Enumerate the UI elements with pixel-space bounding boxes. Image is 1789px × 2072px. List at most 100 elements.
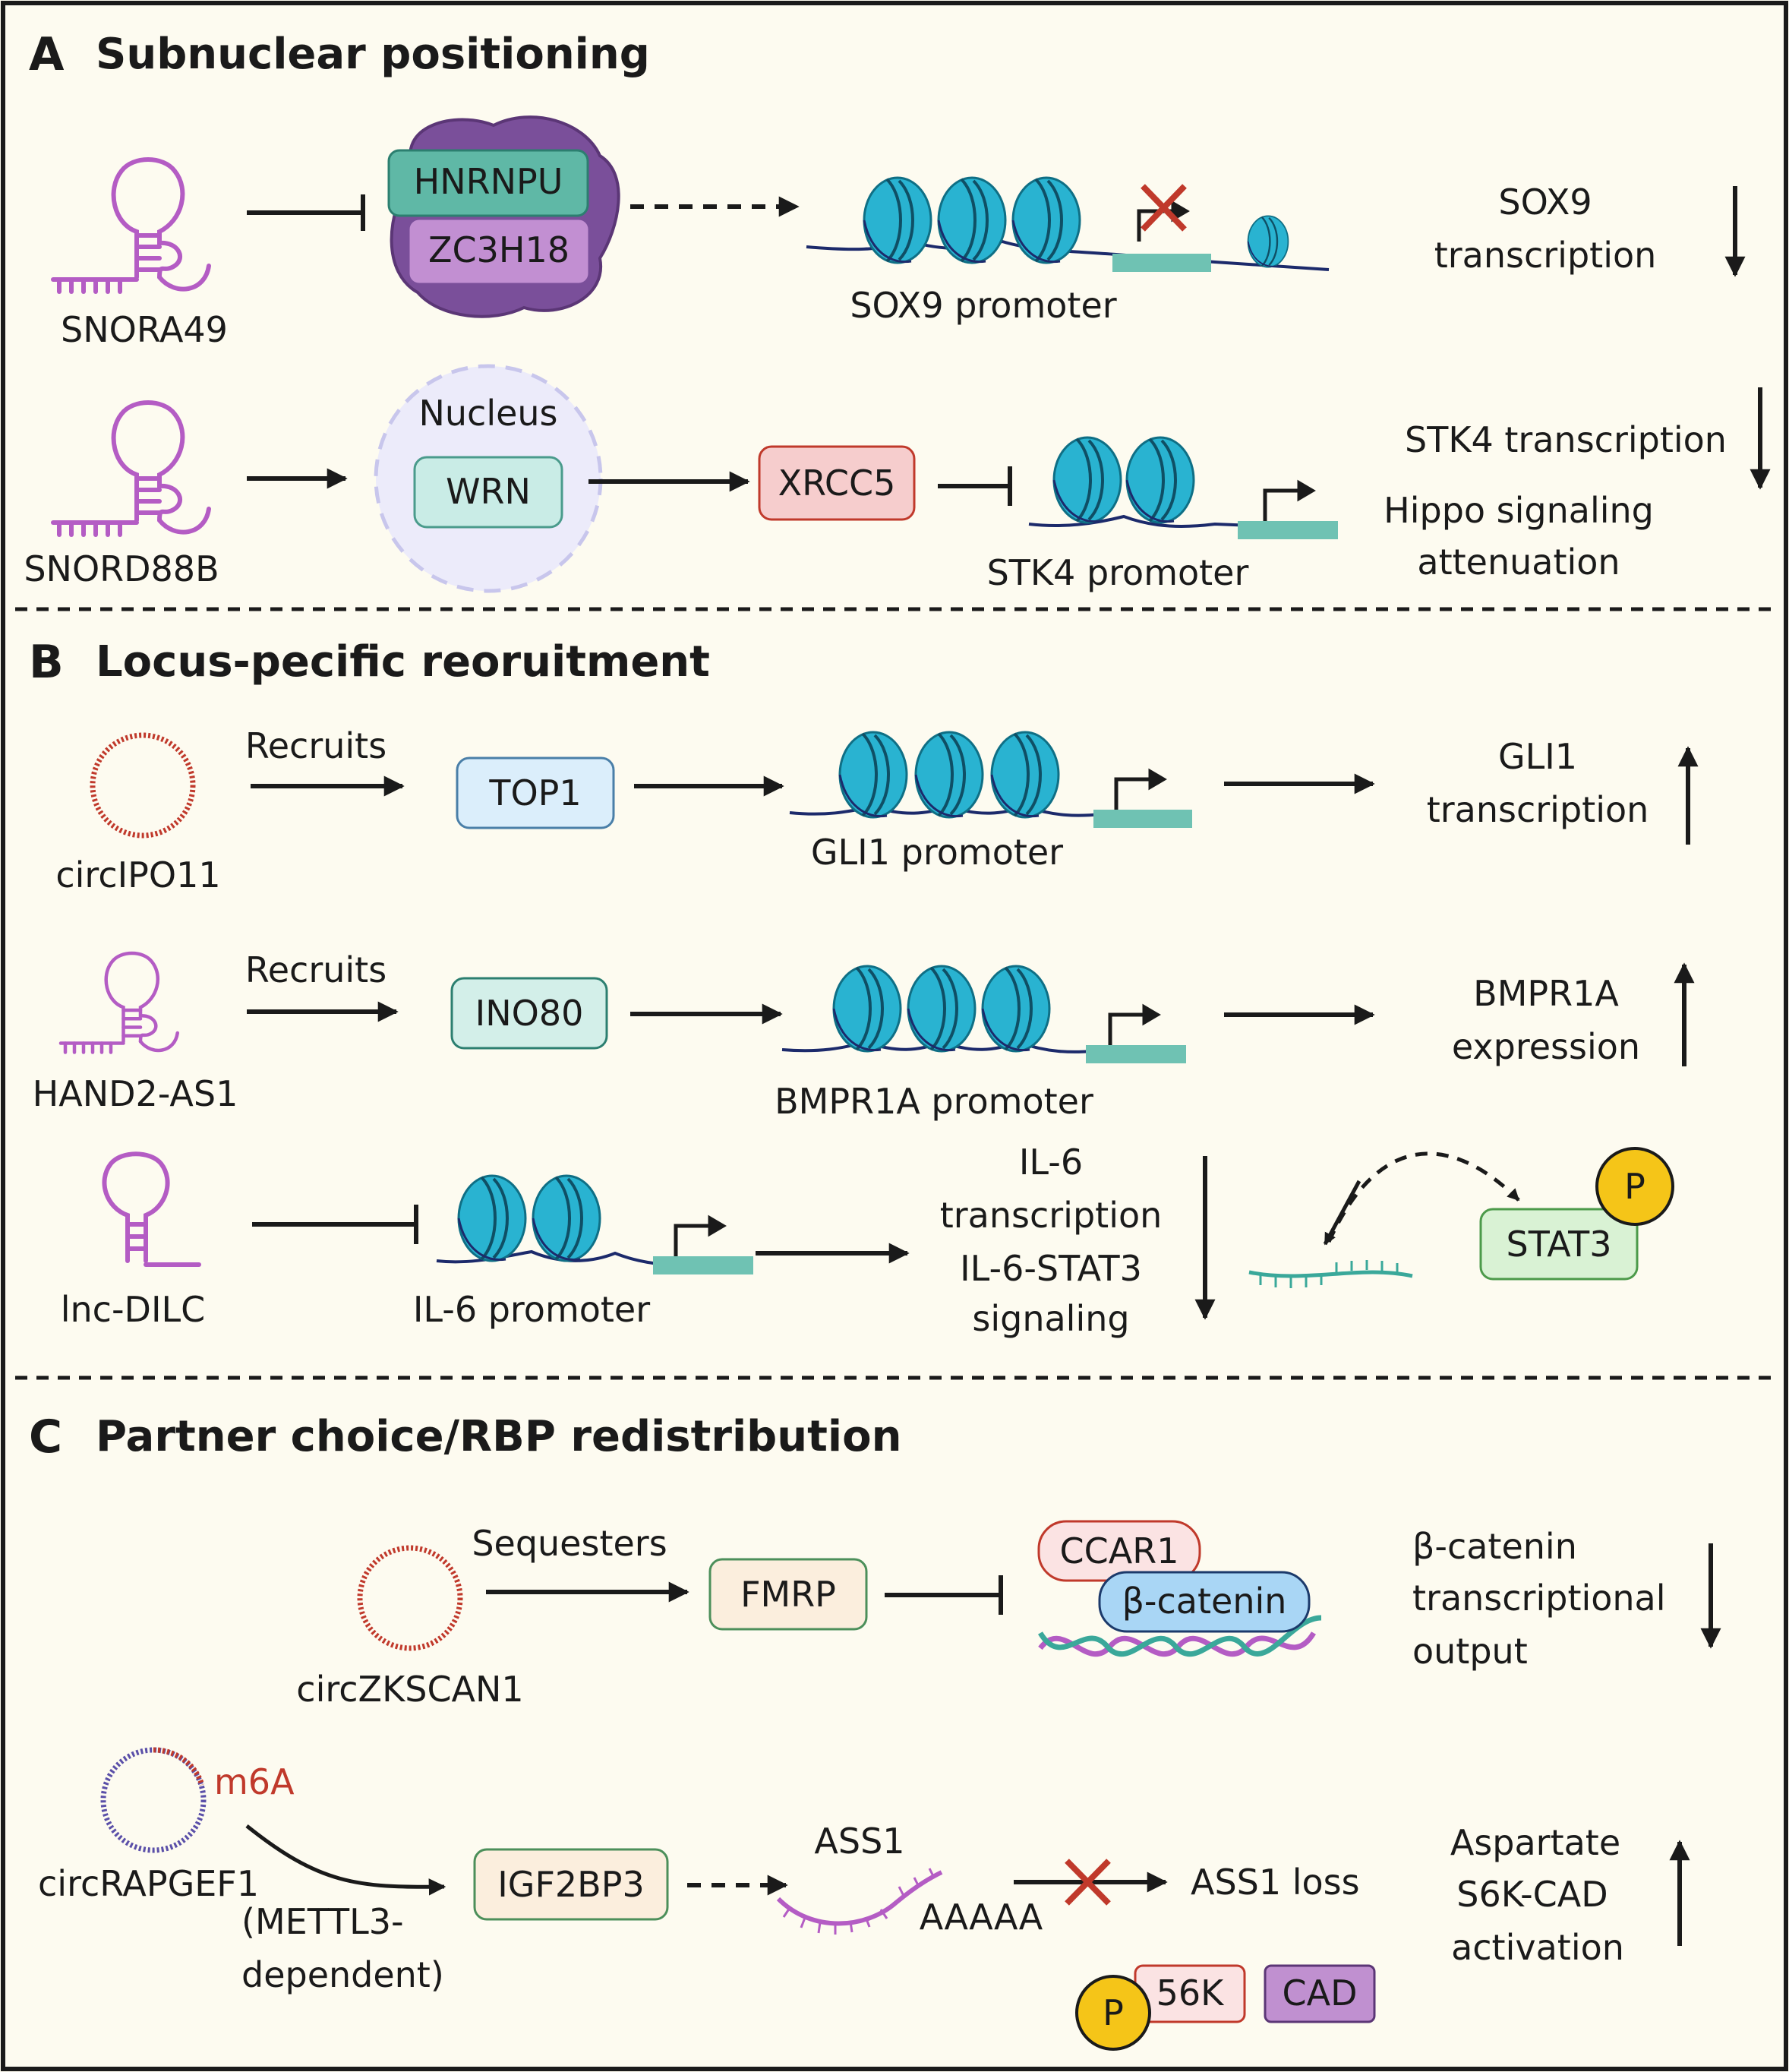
mettl3-note-line2: dependent) [241, 1954, 444, 1995]
il6-outcome-line3: IL-6-STAT3 [960, 1248, 1142, 1289]
blocked-transcription-x-icon [1141, 184, 1187, 232]
il6-promoter-bar [653, 1256, 753, 1274]
xrcc5-box [758, 445, 916, 521]
il6-outcome-line4: signaling [972, 1298, 1129, 1339]
hand2-as1-label: HAND2-AS1 [33, 1073, 238, 1114]
sox9-promoter-bar [1112, 254, 1211, 272]
inhibit-arrow [247, 194, 365, 231]
il6-outcome-line2: transcription [940, 1195, 1163, 1236]
section-b-letter: B [29, 636, 64, 689]
stk4-promoter-chromatin [1028, 436, 1338, 539]
stk4-promoter-bar [1238, 521, 1338, 539]
circzkscan1-label: circZKSCAN1 [296, 1669, 523, 1710]
dna-double-helix [1038, 1615, 1322, 1657]
bmpr1a-promoter-bar [1086, 1045, 1186, 1063]
il6-mrna-strand [1248, 1260, 1413, 1288]
igf2bp3-box [473, 1848, 669, 1921]
il6-promoter-chromatin [436, 1174, 753, 1274]
phospho-label: P [1103, 1992, 1124, 2033]
section-c: C Partner choice/RBP redistribution circ… [29, 1410, 1721, 2051]
m6a-label: m6A [214, 1761, 295, 1802]
igf2bp3-label: IGF2BP3 [497, 1864, 645, 1905]
aspartate-outcome-line3: activation [1451, 1927, 1624, 1968]
s6k-label: 56K [1156, 1973, 1226, 2014]
sox9-promoter-chromatin [806, 176, 1330, 272]
sequesters-label: Sequesters [472, 1523, 667, 1564]
beta-catenin-outcome-line1: β-catenin [1412, 1526, 1577, 1567]
ass1-loss-label: ASS1 loss [1191, 1862, 1360, 1903]
gli1-promoter-chromatin [789, 731, 1192, 828]
circzkscan1-circle-icon [357, 1545, 463, 1651]
inhibit-arrow [938, 466, 1012, 506]
zc3h18-box [407, 217, 591, 286]
phospho-label: P [1624, 1166, 1645, 1207]
cad-label: CAD [1282, 1973, 1357, 2014]
lnc-dilc-label: lnc-DILC [61, 1289, 206, 1330]
il6-outcome-line1: IL-6 [1019, 1142, 1083, 1183]
stat3-label: STAT3 [1507, 1224, 1612, 1265]
gli1-promoter-bar [1093, 810, 1192, 828]
gli1-outcome-line1: GLI1 [1498, 736, 1577, 777]
fmrp-box [708, 1558, 868, 1631]
beta-catenin-box [1098, 1571, 1311, 1633]
wrn-label: WRN [446, 471, 531, 512]
circipo11-circle-icon [90, 732, 196, 839]
snora49-label: SNORA49 [61, 309, 228, 350]
recruits-label: Recruits [245, 725, 387, 766]
stk4-outcome-line1: STK4 transcription [1405, 419, 1727, 460]
stk4-outcome-line2: Hippo signaling [1384, 490, 1654, 531]
circrapgef1-circle-icon [100, 1747, 207, 1853]
section-a-title: Subnuclear positioning [96, 30, 650, 79]
beta-catenin-label: β-catenin [1122, 1581, 1287, 1622]
stat3-box [1479, 1208, 1639, 1281]
section-a-letter: A [29, 28, 65, 81]
gli1-outcome-line2: transcription [1427, 789, 1649, 830]
section-b-title: Locus-pecific reoruitment [96, 637, 710, 687]
zc3h18-label: ZC3H18 [428, 229, 570, 270]
stk4-outcome-line3: attenuation [1417, 542, 1620, 583]
sox9-outcome-line1: SOX9 [1498, 182, 1592, 223]
aspartate-outcome-line1: Aspartate [1450, 1822, 1620, 1863]
stk4-promoter-label: STK4 promoter [987, 552, 1249, 593]
cad-box [1264, 1964, 1376, 2023]
beta-catenin-outcome-line2: transcriptional [1412, 1578, 1666, 1619]
nucleus-label: Nucleus [418, 393, 557, 434]
feedback-dashed-arrow [1327, 1151, 1520, 1243]
sox9-outcome-line2: transcription [1434, 235, 1657, 276]
bmpr1a-outcome-line2: expression [1452, 1026, 1640, 1067]
circipo11-label: circIPO11 [55, 854, 220, 895]
mettl3-note-line1: (METTL3- [241, 1901, 404, 1942]
snord88b-label: SNORD88B [24, 548, 219, 589]
polya-label: AAAAA [920, 1897, 1043, 1938]
circrapgef1-label: circRAPGEF1 [38, 1863, 259, 1904]
inhibit-arrow [252, 1205, 418, 1244]
fmrp-label: FMRP [740, 1574, 836, 1615]
top1-box [456, 756, 615, 829]
inhibit-arrow [885, 1575, 1003, 1615]
section-a: A Subnuclear positioning SNORA49 HNRNPU … [24, 28, 1771, 593]
xrcc5-label: XRCC5 [778, 463, 896, 504]
feedback-arrowhead [1323, 1180, 1361, 1246]
top1-label: TOP1 [488, 772, 581, 813]
section-c-letter: C [29, 1410, 62, 1464]
gli1-promoter-label: GLI1 promoter [811, 832, 1063, 873]
wrn-box [413, 456, 563, 529]
blocked-x-icon [1065, 1859, 1111, 1906]
section-b: B Locus-pecific reoruitment circIPO11 Re… [29, 636, 1699, 1339]
ass1-transcript-label: ASS1 [814, 1821, 904, 1862]
aspartate-outcome-line2: S6K-CAD [1456, 1874, 1608, 1915]
bmpr1a-promoter-label: BMPR1A promoter [775, 1081, 1093, 1122]
bmpr1a-promoter-chromatin [781, 965, 1186, 1063]
hnrnpu-box [387, 149, 589, 217]
beta-catenin-outcome-line3: output [1412, 1631, 1528, 1672]
sox9-promoter-label: SOX9 promoter [850, 285, 1116, 326]
ino80-label: INO80 [475, 993, 584, 1034]
phospho-badge-icon [1595, 1147, 1674, 1226]
curved-activation-arrow [245, 1824, 446, 1896]
il6-promoter-label: IL-6 promoter [413, 1289, 650, 1330]
bmpr1a-outcome-line1: BMPR1A [1473, 973, 1619, 1014]
ass1-mrna-strand [776, 1868, 943, 1935]
